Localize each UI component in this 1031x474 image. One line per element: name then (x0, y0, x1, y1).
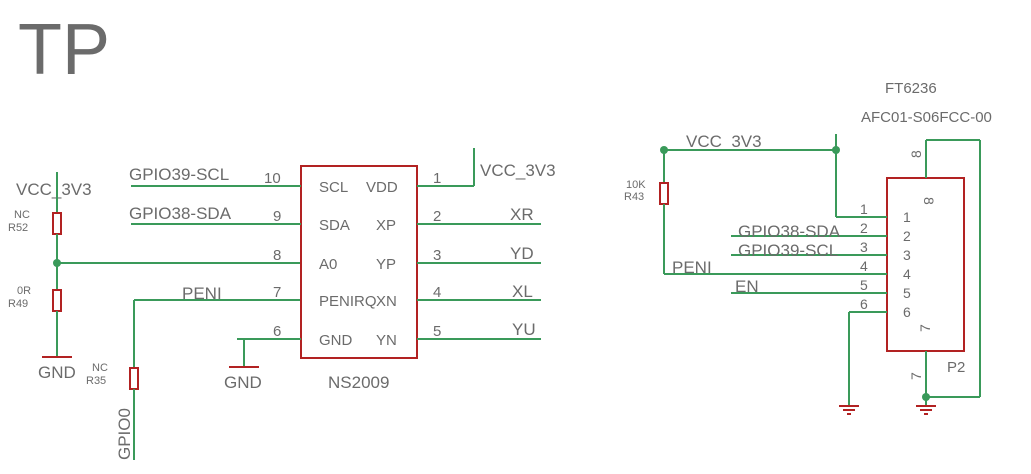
ns2009-name: NS2009 (328, 373, 389, 392)
pin-penirq-name: PENIRQ (319, 293, 377, 310)
pin-xn-name: XN (376, 293, 397, 310)
net-gpio39-scl-right: GPIO39-SCL (738, 241, 838, 260)
r35-ref: R35 (86, 375, 106, 387)
pin-a0-name: A0 (319, 256, 337, 273)
pin-4-number: 4 (433, 284, 441, 301)
r52-ref: R52 (8, 222, 28, 234)
resistor-r35 (129, 367, 139, 390)
net-vcc-3v3-center: VCC_3V3 (480, 161, 556, 180)
pin-2-inner-name: 2 (903, 228, 911, 244)
pin-7-outer-number: 7 (908, 372, 924, 380)
pin-7-inner-name: 7 (917, 324, 933, 332)
pin-5-inner-name: 5 (903, 285, 911, 301)
pin-yp-name: YP (376, 256, 396, 273)
r43-ref: R43 (624, 191, 644, 203)
net-peni-right: PENI (672, 258, 712, 277)
connector-ref: P2 (947, 359, 965, 376)
pin-sda-name: SDA (319, 217, 350, 234)
r35-value: NC (92, 362, 108, 374)
pin-6-inner-name: 6 (903, 304, 911, 320)
connector-footprint: AFC01-S06FCC-00 (861, 109, 992, 126)
r43-value: 10K (626, 179, 646, 191)
vcc-label-left: VCC_3V3 (16, 180, 92, 199)
resistor-r52 (52, 212, 62, 235)
net-yd: YD (510, 244, 534, 263)
pin-vdd-name: VDD (366, 179, 398, 196)
net-en: EN (735, 277, 759, 296)
net-gpio38-sda: GPIO38-SDA (129, 204, 232, 223)
pin-4-inner-name: 4 (903, 266, 911, 282)
r49-ref: R49 (8, 298, 28, 310)
pin-1-inner-name: 1 (903, 209, 911, 225)
pin-3-inner-name: 3 (903, 247, 911, 263)
pin-3-outer-number: 3 (860, 239, 868, 255)
pin-6-number: 6 (273, 323, 281, 340)
sheet-title: TP (18, 10, 110, 90)
pin-1-number: 1 (433, 170, 441, 187)
pin-yn-name: YN (376, 332, 397, 349)
r49-value: 0R (17, 285, 31, 297)
net-peni-left: PENI (182, 284, 222, 303)
net-gpio39-scl: GPIO39-SCL (129, 165, 229, 184)
pin-3-number: 3 (433, 247, 441, 264)
resistor-r43 (659, 182, 669, 205)
net-xl: XL (512, 282, 533, 301)
pin-gnd-name: GND (319, 332, 353, 349)
pin-5-number: 5 (433, 323, 441, 340)
pin-8-inner-name: 8 (921, 197, 937, 205)
pin-9-number: 9 (273, 208, 281, 225)
pin-scl-name: SCL (319, 179, 348, 196)
pin-6-outer-number: 6 (860, 296, 868, 312)
pin-2-outer-number: 2 (860, 220, 868, 236)
pin-2-number: 2 (433, 208, 441, 225)
r52-value: NC (14, 209, 30, 221)
ns2009-gnd-label: GND (224, 373, 262, 392)
net-yu: YU (512, 320, 536, 339)
net-xr: XR (510, 205, 534, 224)
pin-8-number: 8 (273, 247, 281, 264)
net-gpio38-sda-right: GPIO38-SDA (738, 222, 841, 241)
pin-1-outer-number: 1 (860, 201, 868, 217)
pin-4-outer-number: 4 (860, 258, 868, 274)
connector-part-name: FT6236 (885, 80, 937, 97)
pin-7-number: 7 (273, 284, 281, 301)
ground-symbol-pin6 (839, 405, 859, 415)
gpio0-label: GPIO0 (115, 408, 134, 460)
net-vcc-3v3-right: VCC_3V3 (686, 132, 762, 151)
pin-10-number: 10 (264, 170, 281, 187)
ground-symbol-shell (916, 405, 936, 415)
gnd-label-left: GND (38, 363, 76, 382)
pin-8-outer-number: 8 (908, 150, 924, 158)
pin-5-outer-number: 5 (860, 277, 868, 293)
resistor-r49 (52, 289, 62, 312)
pin-xp-name: XP (376, 217, 396, 234)
